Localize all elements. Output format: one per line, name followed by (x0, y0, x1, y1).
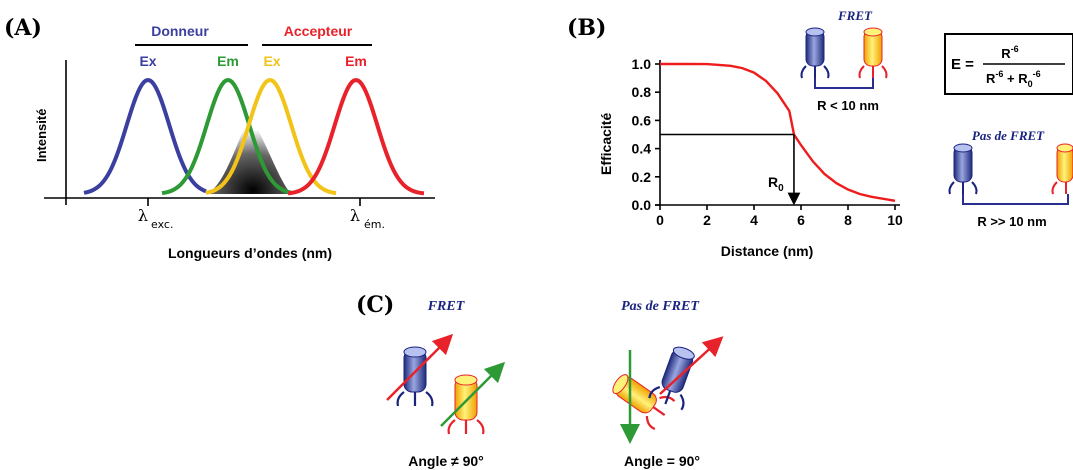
formula-numerator: R-6 (1001, 44, 1018, 61)
x-tick-group: 0 2 4 6 8 10 (656, 205, 903, 228)
acceptor-label: Accepteur (284, 23, 353, 39)
acceptor-dipole-arrow (440, 361, 506, 427)
chart-ylabel: Efficacité (598, 113, 614, 175)
donor-em-label: Em (217, 53, 239, 69)
x-tick-label: 10 (887, 212, 903, 228)
lambda-em-sub: ém. (364, 218, 385, 231)
panel-c-fret-title: FRET (427, 299, 466, 314)
r-small-label: R < 10 nm (817, 98, 879, 113)
efficiency-curve (660, 62, 896, 202)
lambda-exc-sub: exc. (151, 218, 173, 231)
donor-excitation-curve (83, 77, 207, 195)
y-tick-label: 0.0 (632, 197, 652, 213)
formula-denominator: R-6 + R0-6 (986, 69, 1041, 89)
chart-xlabel: Distance (nm) (721, 243, 814, 259)
donor-molecule-far-icon (948, 143, 978, 195)
panel-a-ylabel: Intensité (34, 109, 49, 162)
no-fret-distance-bracket (962, 194, 1069, 205)
formula-lhs: E = (951, 56, 974, 73)
y-tick-group: 0.0 0.2 0.4 0.6 0.8 1.0 (632, 56, 660, 213)
perpendicular-donor-icon (648, 346, 695, 411)
donor-ex-label: Ex (139, 53, 156, 69)
panel-a-xlabel: Longueurs d’ondes (nm) (168, 245, 332, 261)
parallel-acceptor-icon (447, 374, 485, 435)
panel-b: (B) 0.0 0.2 0.4 0.6 0.8 1.0 0 2 4 6 8 10 R0 Effica… (567, 8, 1073, 259)
x-tick-label: 6 (797, 212, 805, 228)
angle-eq-label: Angle = 90° (624, 453, 700, 469)
panel-b-label: (B) (567, 15, 606, 41)
x-tick-label: 4 (750, 212, 758, 228)
x-tick-label: 8 (844, 212, 852, 228)
y-tick-label: 1.0 (632, 56, 652, 72)
y-tick-label: 0.8 (632, 84, 652, 100)
perpendicular-acceptor-icon (612, 374, 676, 431)
donor-molecule-icon (800, 27, 830, 79)
efficiency-formula: E = R-6 R-6 + R0-6 (944, 33, 1073, 95)
panel-c-no-fret-title: Pas de FRET (621, 299, 700, 314)
donor-emission-curve (161, 77, 293, 196)
acceptor-ex-label: Ex (263, 53, 280, 69)
fret-title: FRET (837, 8, 873, 23)
y-tick-label: 0.4 (632, 141, 652, 157)
donor-dipole-arrow (386, 333, 454, 401)
panel-c: (C) FRET Pas de FRET Angle ≠ 90° (356, 292, 724, 469)
y-tick-label: 0.2 (632, 169, 652, 185)
acceptor-emission-curve (287, 77, 425, 196)
donor-label: Donneur (151, 23, 209, 39)
x-tick-label: 2 (703, 212, 711, 228)
x-tick-label: 0 (656, 212, 664, 228)
acceptor-molecule-far-icon (1051, 143, 1073, 195)
acceptor-excitation-curve (205, 77, 337, 196)
efficiency-chart: 0.0 0.2 0.4 0.6 0.8 1.0 0 2 4 6 8 10 R0 Efficacité… (598, 56, 903, 259)
acceptor-molecule-icon (858, 27, 888, 79)
panel-a-label: (A) (4, 15, 42, 41)
lambda-exc-symbol: λ (138, 206, 148, 225)
panel-a: (A) Donneur Accepteur Ex Em Ex Em Intens… (4, 15, 435, 261)
perpendicular-donor-dipole-arrow (659, 336, 724, 395)
acceptor-em-label: Em (345, 53, 367, 69)
no-fret-title: Pas de FRET (972, 128, 1045, 143)
r-large-label: R >> 10 nm (977, 214, 1046, 229)
y-tick-label: 0.6 (632, 112, 652, 128)
angle-neq-label: Angle ≠ 90° (408, 453, 484, 469)
lambda-em-symbol: λ (350, 206, 360, 225)
r0-label: R0 (768, 174, 784, 194)
panel-c-label: (C) (356, 292, 394, 318)
fret-distance-bracket (814, 78, 874, 89)
parallel-donor-icon (396, 346, 434, 407)
